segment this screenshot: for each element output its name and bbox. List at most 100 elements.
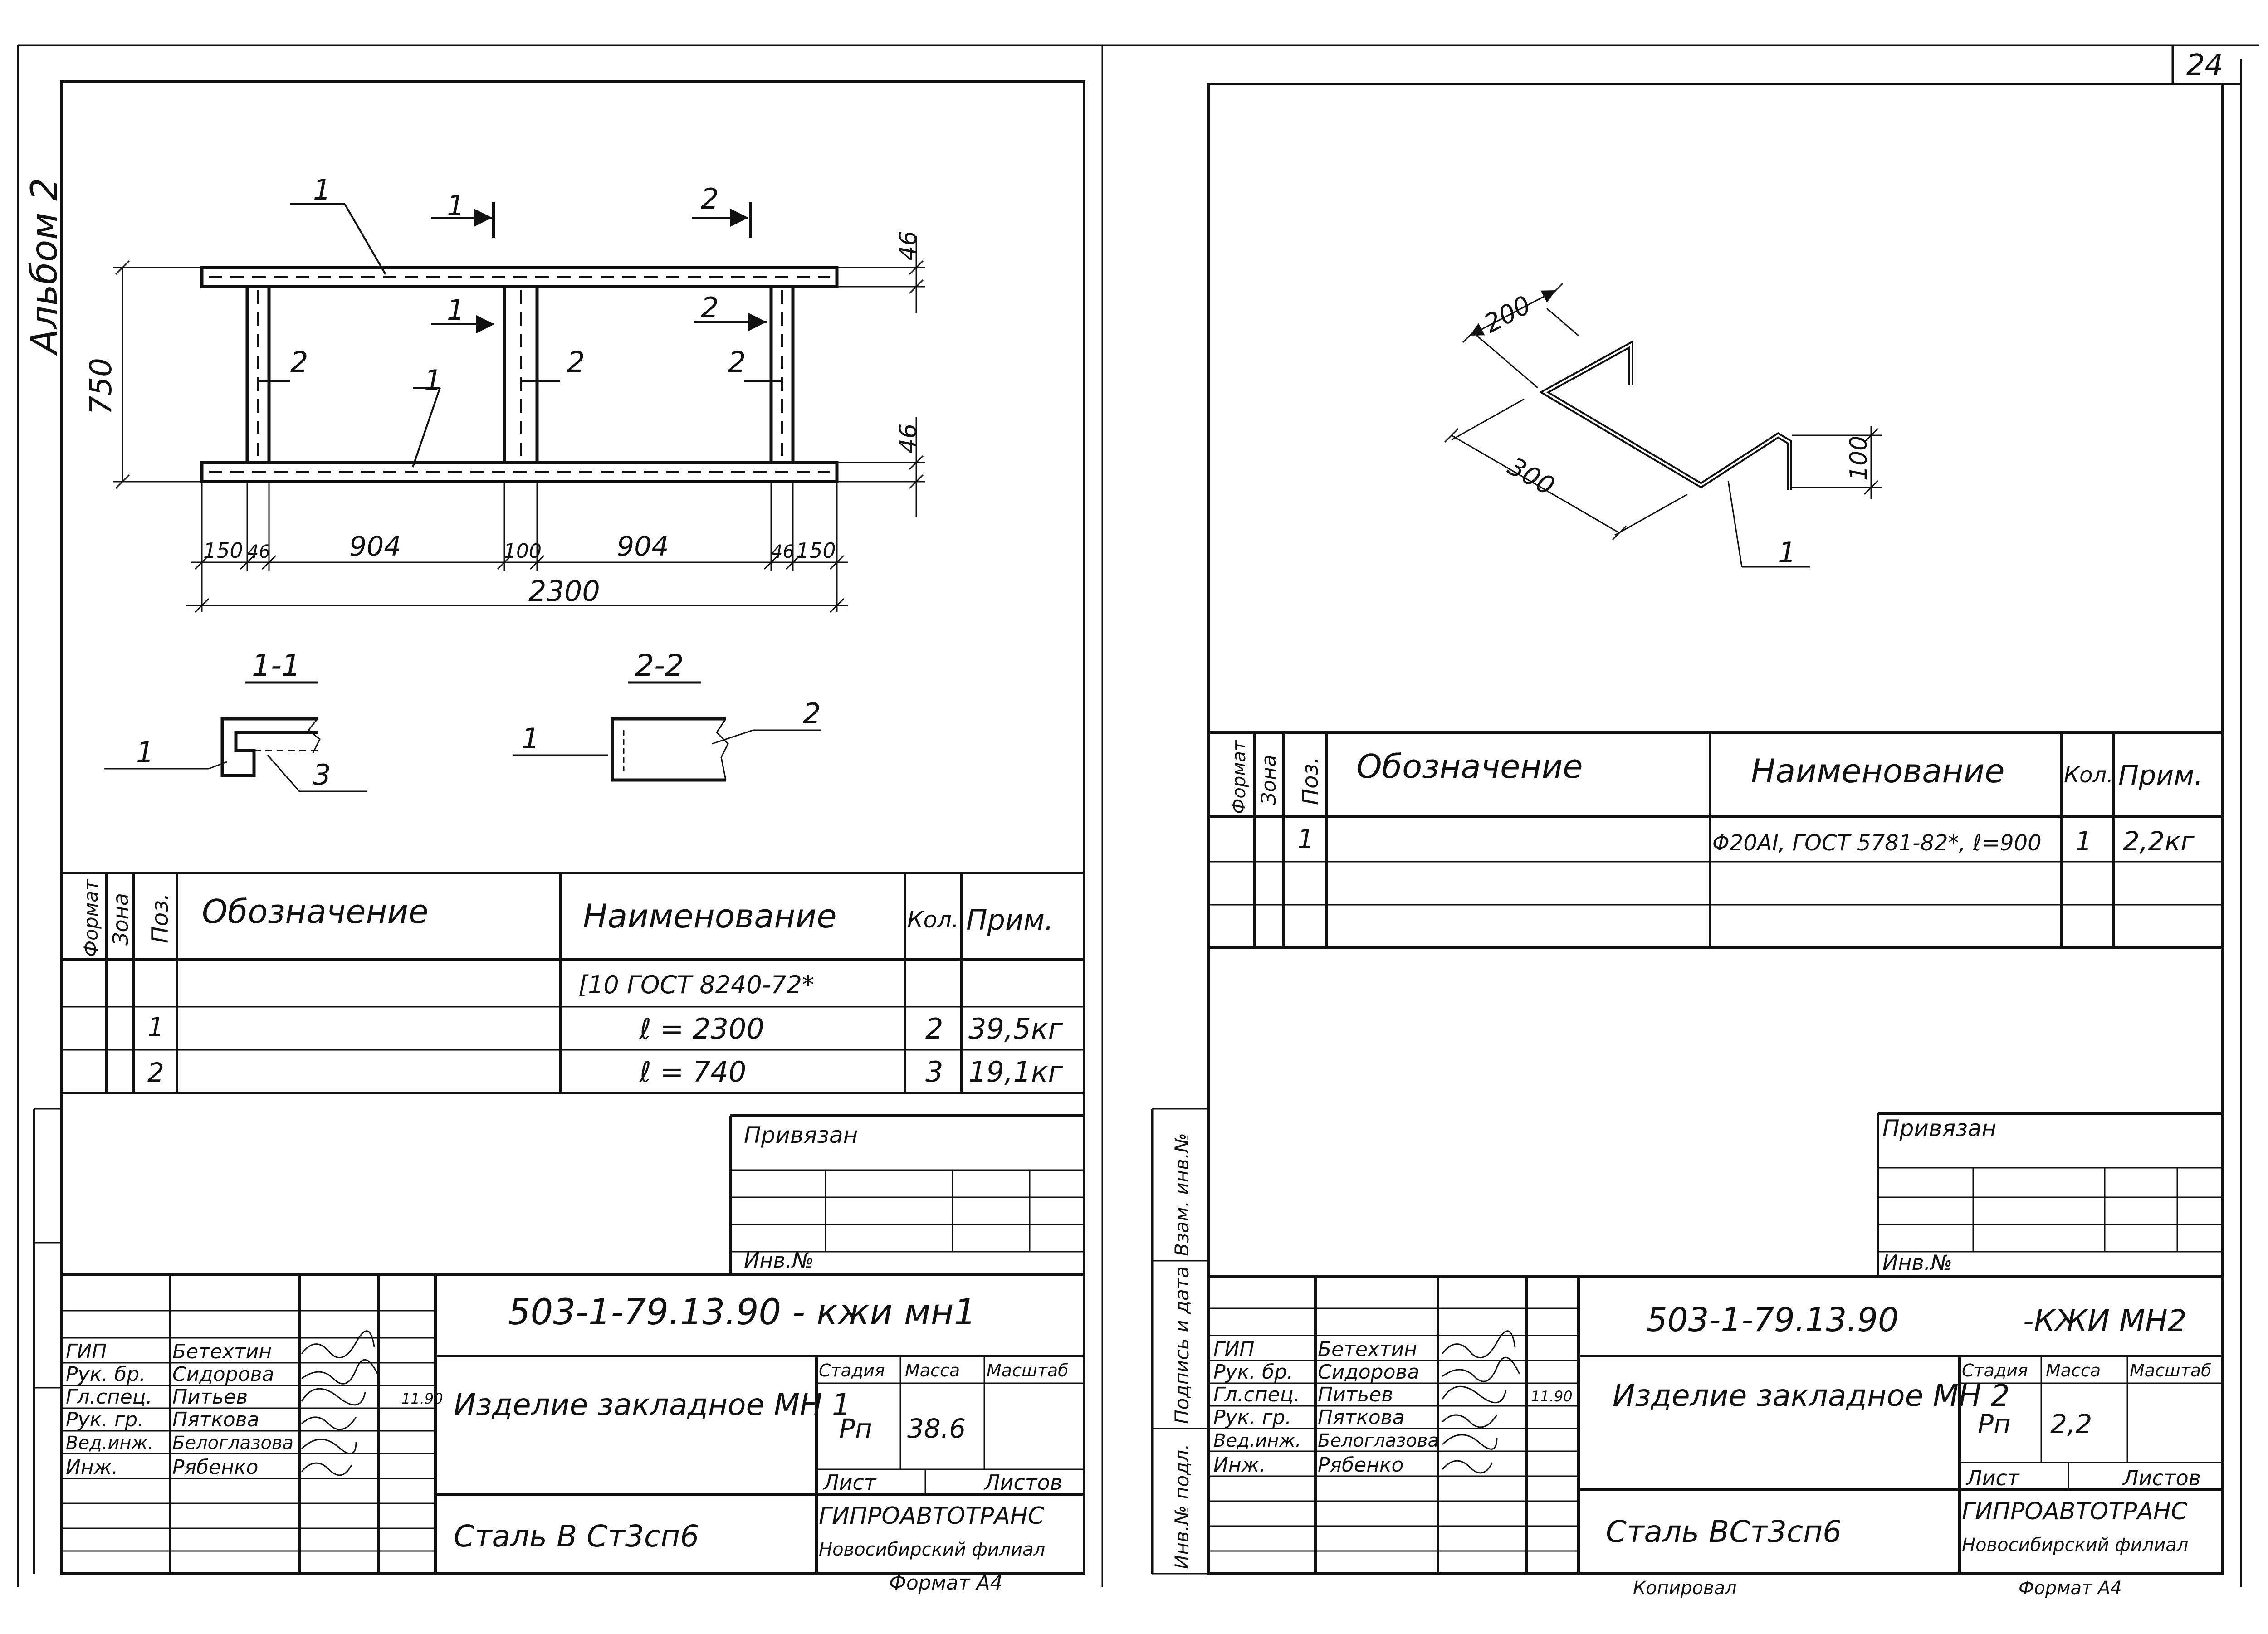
- left-spec-table: Формат Зона Поз. Обозначение Наименовани…: [61, 872, 1084, 1094]
- spec-row-2-qty: 3: [925, 1055, 943, 1088]
- document-code-r: 503-1-79.13.90: [1647, 1301, 1899, 1339]
- name-0: Бетехтин: [172, 1340, 272, 1363]
- privyazan-label: Привязан: [744, 1122, 858, 1148]
- dim-seg-7: 150: [796, 538, 836, 563]
- name-3: Пяткова: [172, 1408, 259, 1431]
- format-label: Формат А4: [889, 1571, 1003, 1595]
- masshtab-header: Масштаб: [987, 1361, 1069, 1380]
- spec-r-row-0-name: Φ20AI, ГОСТ 5781-82*, ℓ=900: [1712, 830, 2042, 856]
- role-1: Рук. бр.: [66, 1363, 146, 1386]
- pos-1: 1: [1778, 536, 1796, 569]
- format-label-r: Формат А4: [2019, 1578, 2122, 1599]
- role-4: Вед.инж.: [66, 1433, 153, 1454]
- cut-2-top: 2: [701, 182, 719, 215]
- masshtab-header-r: Масштаб: [2130, 1361, 2212, 1380]
- listov-header: Листов: [983, 1470, 1062, 1495]
- right-title-block: Привязан Инв.№ 503-1-79.13.90 -КЖИ МН2 И…: [1209, 1112, 2223, 1599]
- stadia-value-r: Рп: [1978, 1409, 2011, 1439]
- signature-marks-r: [1442, 1330, 1520, 1474]
- cut-1-top: 1: [447, 189, 464, 222]
- material: Сталь В Ст3сп6: [454, 1519, 699, 1554]
- role-r-5: Инж.: [1213, 1454, 1266, 1477]
- name-r-3: Пяткова: [1318, 1406, 1405, 1429]
- hdr-note-r: Прим.: [2118, 760, 2203, 791]
- hdr-format-r: Формат: [1229, 740, 1250, 814]
- frame-drawing: 1 1 2 2 2 1 1 2 2 750 46: [83, 173, 925, 613]
- dim-seg-3: 904: [349, 531, 401, 562]
- page-number: 24: [2186, 49, 2223, 82]
- section-views: 1-1 2-2 1 3 1 2: [104, 648, 821, 792]
- dim-flange-top: 46: [895, 231, 922, 261]
- org-branch: Новосибирский филиал: [819, 1539, 1045, 1560]
- material-r: Сталь ВСт3сп6: [1606, 1514, 1842, 1549]
- name-r-4: Белоглазова: [1318, 1430, 1439, 1451]
- stamp-date: 11.90: [401, 1390, 443, 1407]
- spec-r-row-0-pos: 1: [1297, 824, 1314, 854]
- pos-2-left: 2: [290, 346, 308, 379]
- dim-height: 750: [83, 358, 118, 415]
- dim-100: 100: [1845, 436, 1872, 481]
- dim-200: 200: [1479, 290, 1536, 339]
- role-2: Гл.спец.: [66, 1385, 152, 1409]
- org-name: ГИПРОАВТОТРАНС: [819, 1502, 1045, 1530]
- name-r-5: Рябенко: [1318, 1454, 1403, 1477]
- dim-flange-bottom: 46: [895, 424, 922, 454]
- hdr-qty: Кол.: [907, 907, 959, 933]
- hdr-qty-r: Кол.: [2064, 762, 2113, 788]
- right-spec-table: Формат Зона Поз. Обозначение Наименовани…: [1209, 731, 2223, 949]
- hdr-format: Формат: [80, 879, 102, 957]
- hdr-pos-r: Поз.: [1298, 757, 1323, 805]
- role-r-0: ГИП: [1213, 1338, 1255, 1361]
- album-label: Альбом 2: [23, 178, 65, 356]
- pos-1-top: 1: [313, 173, 331, 206]
- zbar-drawing: 200 300 100 1: [1444, 283, 1882, 569]
- spec-row-2-name: ℓ = 740: [639, 1055, 746, 1088]
- privyazan-label-r: Привязан: [1882, 1115, 1996, 1141]
- stadia-header-r: Стадия: [1962, 1361, 2028, 1380]
- name-5: Рябенко: [172, 1456, 258, 1479]
- dim-seg-5: 904: [617, 531, 669, 562]
- hdr-designation-r: Обозначение: [1356, 747, 1583, 785]
- left-sheet-frame: [60, 80, 1085, 1575]
- spec-row-2-note: 19,1кг: [968, 1055, 1063, 1088]
- pos-2-right: 2: [728, 346, 746, 379]
- role-r-3: Рук. гр.: [1213, 1406, 1291, 1429]
- list-header-r: Лист: [1965, 1466, 2020, 1490]
- hdr-note: Прим.: [966, 903, 1054, 937]
- role-5: Инж.: [66, 1456, 118, 1479]
- section-2-title: 2-2: [635, 648, 684, 683]
- hdr-name-r: Наименование: [1751, 752, 2005, 790]
- dim-seg-1: 150: [203, 538, 243, 563]
- listov-header-r: Листов: [2122, 1466, 2201, 1490]
- org-branch-r: Новосибирский филиал: [1962, 1535, 2188, 1556]
- spec-row-1-note: 39,5кг: [968, 1012, 1063, 1045]
- pos-1-bottom: 1: [424, 364, 442, 397]
- massa-value: 38.6: [907, 1413, 966, 1444]
- role-0: ГИП: [66, 1340, 107, 1363]
- name-r-1: Сидорова: [1318, 1361, 1419, 1384]
- name-2: Питьев: [172, 1385, 248, 1409]
- stadia-value: Рп: [839, 1413, 872, 1444]
- spec-row-1-qty: 2: [925, 1012, 943, 1045]
- copied-label-r: Копировал: [1633, 1578, 1737, 1599]
- left-title-block: Привязан Инв.№ 503-1-79.13.90 - кжи мн1 …: [61, 1114, 1084, 1595]
- dim-seg-6: 46: [771, 541, 794, 562]
- spec-r-row-0-note: 2,2кг: [2123, 826, 2195, 857]
- spec-row-1-pos: 1: [147, 1012, 164, 1043]
- hdr-pos: Поз.: [147, 893, 173, 943]
- product-title-r: Изделие закладное МН 2: [1613, 1378, 2010, 1413]
- inv-no-label: Инв.№: [744, 1248, 814, 1273]
- product-title: Изделие закладное МН 1: [454, 1387, 851, 1422]
- hdr-zone: Зона: [108, 893, 133, 946]
- massa-value-r: 2,2: [2050, 1409, 2092, 1439]
- document-code-suffix-r: -КЖИ МН2: [2023, 1303, 2187, 1338]
- section-1-title: 1-1: [252, 648, 301, 683]
- name-1: Сидорова: [172, 1363, 274, 1386]
- org-name-r: ГИПРОАВТОТРАНС: [1962, 1498, 2188, 1525]
- name-r-2: Питьев: [1318, 1383, 1393, 1406]
- right-binding-strip: [1151, 1108, 1209, 1575]
- inv-no-label-r: Инв.№: [1882, 1250, 1952, 1275]
- list-header: Лист: [822, 1470, 877, 1495]
- right-sheet-frame: [1207, 83, 2224, 1575]
